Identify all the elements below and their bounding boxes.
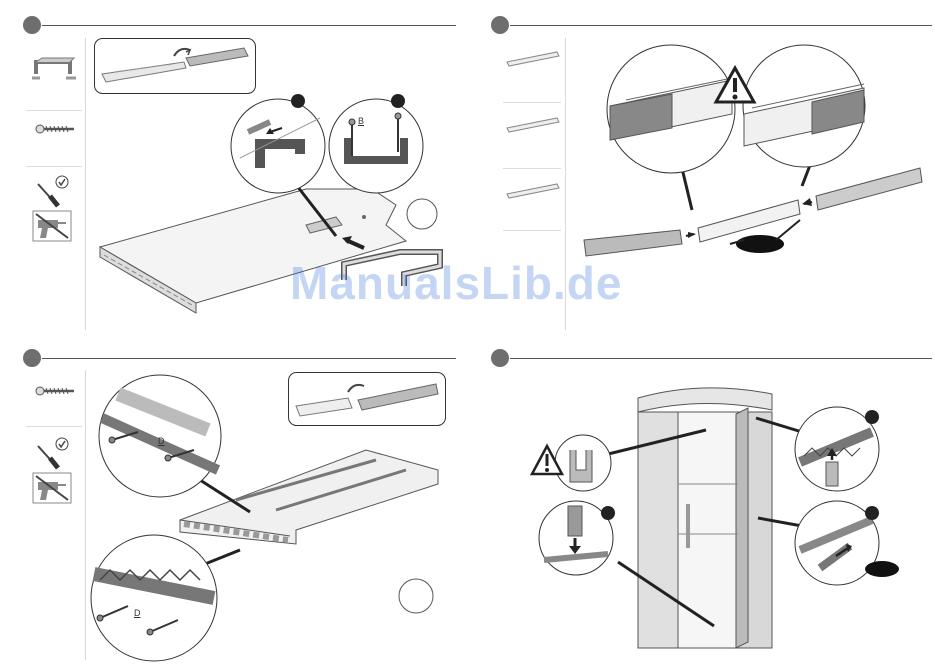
screw-icon	[36, 124, 76, 134]
dimension-label-b: B	[358, 116, 364, 126]
insert-arrow	[342, 236, 366, 250]
step-header-line-4	[510, 358, 932, 359]
power-drill-prohibited-icon	[32, 210, 72, 242]
inset-shelf-detail-2	[288, 372, 446, 426]
detail-circle-3	[606, 44, 736, 174]
black-ellipse-marker	[864, 560, 900, 578]
step-header-line-3	[42, 358, 456, 359]
step-header-line-1	[42, 25, 456, 26]
screwdriver-approved-icon	[34, 174, 74, 208]
detail-circle-4	[742, 44, 866, 168]
beam-part-icon-1	[505, 48, 561, 68]
step-header-line-2	[510, 25, 932, 26]
detail-marker-3	[601, 506, 615, 520]
screw-icon-2	[36, 386, 76, 396]
dimension-label-d-2: D	[134, 608, 141, 618]
detail-marker-5	[865, 506, 879, 520]
detail-marker-1	[291, 94, 305, 108]
step-marker-3	[23, 349, 41, 367]
step-marker-1	[23, 16, 41, 34]
detail-circle-1	[230, 98, 326, 194]
detail-marker-4	[865, 410, 879, 424]
detail-marker-2	[391, 94, 405, 108]
power-drill-prohibited-icon-2	[32, 472, 72, 504]
step-marker-2	[491, 16, 509, 34]
blank-indicator-circle-2	[398, 578, 434, 614]
warning-icon-2	[530, 444, 564, 476]
blank-indicator-circle-1	[406, 198, 438, 230]
detail-circle-6	[90, 534, 218, 662]
callout-pointers-4	[596, 406, 816, 636]
warning-icon	[714, 66, 756, 104]
parts-column-divider-1	[85, 38, 86, 330]
bracket-part-icon	[30, 56, 78, 82]
beam-part-icon-3	[505, 180, 561, 200]
dimension-label-d-1: D	[158, 436, 165, 446]
watermark-text: ManualsLib.de	[290, 256, 622, 310]
screwdriver-approved-icon-2	[34, 436, 74, 470]
parts-column-divider-3	[85, 370, 86, 660]
inset-shelf-detail	[94, 38, 256, 94]
beam-part-icon-2	[505, 114, 561, 134]
detail-circle-2	[328, 98, 424, 194]
step-marker-4	[491, 349, 509, 367]
